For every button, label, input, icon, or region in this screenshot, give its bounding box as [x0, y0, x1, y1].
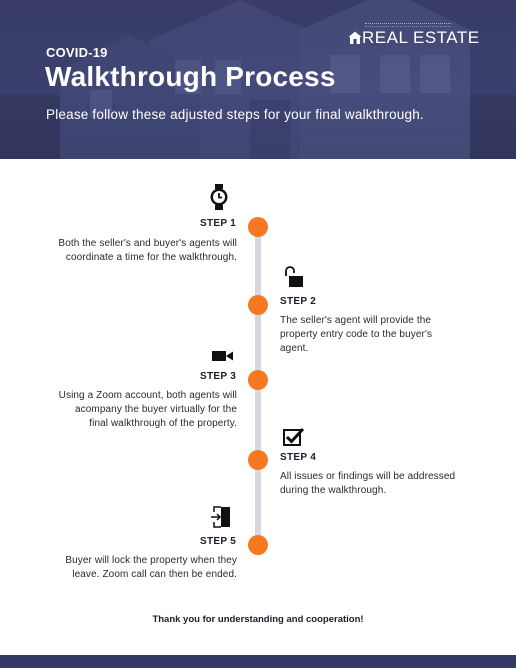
step-5-line-2: leave. Zoom call can then be ended. — [72, 569, 237, 580]
step-2-line-2: property entry code to the buyer's — [280, 329, 433, 340]
step-5-description: Buyer will lock the property when they l… — [37, 554, 237, 582]
eyebrow-text: COVID-19 — [46, 45, 108, 60]
step-3-line-3: final walkthrough of the property. — [89, 418, 237, 429]
timeline-dot-step-3 — [248, 370, 268, 390]
step-4-line-2: during the walkthrough. — [280, 485, 387, 496]
page-subtitle: Please follow these adjusted steps for y… — [46, 107, 424, 122]
timeline-dot-step-5 — [248, 535, 268, 555]
step-1-description: Both the seller's and buyer's agents wil… — [37, 237, 237, 265]
step-4-line-1: All issues or findings will be addressed — [280, 471, 456, 482]
timeline-dot-step-2 — [248, 295, 268, 315]
step-5-line-1: Buyer will lock the property when they — [65, 555, 237, 566]
page-title: Walkthrough Process — [45, 61, 336, 92]
step-5-label: STEP 5 — [200, 536, 237, 547]
exit-door-icon — [211, 506, 230, 528]
watch-icon — [210, 184, 228, 210]
step-3-line-1: Using a Zoom account, both agents will — [58, 390, 237, 401]
step-3-label: STEP 3 — [200, 371, 237, 382]
video-camera-icon — [212, 351, 233, 361]
header-banner: COVID-19 Walkthrough Process Please foll… — [0, 0, 516, 159]
checkbox-icon — [283, 427, 305, 446]
step-2-line-3: agent. — [280, 343, 309, 354]
unlock-icon — [285, 266, 303, 287]
step-2-line-1: The seller's agent will provide the — [280, 315, 432, 326]
footer-bar — [0, 655, 516, 668]
brand-tagline-decoration — [365, 23, 451, 27]
house-background-image — [0, 0, 516, 159]
house-logo-icon — [348, 31, 362, 44]
step-3-description: Using a Zoom account, both agents will a… — [37, 389, 237, 431]
timeline-dot-step-4 — [248, 450, 268, 470]
step-1-line-1: Both the seller's and buyer's agents wil… — [58, 238, 237, 249]
step-4-description: All issues or findings will be addressed… — [280, 470, 485, 498]
step-1-line-2: coordinate a time for the walkthrough. — [65, 252, 237, 263]
step-2-label: STEP 2 — [280, 296, 317, 307]
step-3-line-2: acompany the buyer virtually for the — [74, 404, 237, 415]
step-2-description: The seller's agent will provide the prop… — [280, 314, 480, 356]
brand-name: REAL ESTATE — [362, 28, 480, 47]
timeline-dot-step-1 — [248, 217, 268, 237]
brand-logo: REAL ESTATE — [347, 23, 479, 47]
step-1-label: STEP 1 — [200, 218, 237, 229]
step-4-label: STEP 4 — [280, 452, 317, 463]
thank-you-note: Thank you for understanding and cooperat… — [152, 614, 364, 625]
